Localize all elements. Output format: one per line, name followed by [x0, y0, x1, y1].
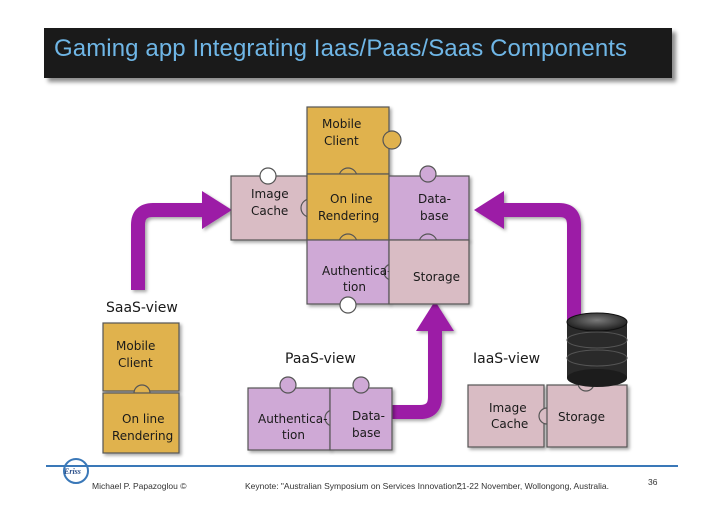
- footer-author: Michael P. Papazoglou ©: [92, 481, 187, 491]
- piece-label: On line: [330, 192, 373, 206]
- paas-arrow: [392, 301, 454, 419]
- piece-top-database: Data- base: [388, 165, 470, 253]
- piece-label: Data-: [352, 409, 385, 423]
- footer-keynote: Keynote: "Australian Symposium on Servic…: [245, 481, 462, 491]
- piece-saas-mobile-client: Mobile Client: [102, 322, 180, 402]
- piece-paas-authentication: Authentica- tion: [247, 376, 342, 451]
- piece-label: Client: [118, 356, 153, 370]
- piece-label: Authentica-: [258, 412, 327, 426]
- database-icon: [566, 312, 628, 387]
- piece-label: Mobile: [322, 117, 361, 131]
- piece-label: Rendering: [318, 209, 379, 223]
- piece-label: Image: [489, 401, 527, 415]
- piece-top-image-cache: Image Cache: [230, 167, 320, 241]
- piece-top-authentication: Authentica- tion: [306, 239, 401, 314]
- saas-arrow: [131, 191, 232, 290]
- slide-title: Gaming app Integrating Iaas/Paas/Saas Co…: [54, 35, 628, 62]
- piece-label: Cache: [491, 417, 528, 431]
- piece-saas-online-rendering: On line Rendering: [102, 392, 180, 454]
- paas-view-label: PaaS-view: [285, 351, 356, 367]
- piece-label: Client: [324, 134, 359, 148]
- footer-divider: [46, 465, 678, 467]
- iaas-arrow: [474, 191, 581, 332]
- piece-label: Storage: [413, 270, 460, 284]
- iaas-view-label: IaaS-view: [473, 351, 540, 367]
- piece-label: tion: [282, 428, 305, 442]
- piece-label: base: [352, 426, 381, 440]
- piece-top-storage: Storage: [388, 239, 470, 305]
- eriss-logo: Eriss: [63, 458, 89, 484]
- title-bar: Gaming app Integrating Iaas/Paas/Saas Co…: [44, 28, 672, 78]
- piece-label: base: [420, 209, 449, 223]
- footer-page-number: 36: [648, 477, 658, 487]
- footer-date: 21-22 November, Wollongong, Australia.: [457, 481, 609, 491]
- piece-paas-database: Data- base: [329, 376, 393, 451]
- piece-label: Mobile: [116, 339, 155, 353]
- piece-label: Cache: [251, 204, 288, 218]
- piece-label: tion: [343, 280, 366, 294]
- logo-text: Eriss: [63, 467, 81, 476]
- piece-label: Rendering: [112, 429, 173, 443]
- piece-label: Authentica-: [322, 264, 391, 278]
- piece-iaas-image-cache: Image Cache: [467, 384, 556, 448]
- piece-label: Image: [251, 187, 289, 201]
- piece-label: On line: [122, 412, 165, 426]
- piece-label: Data-: [418, 192, 451, 206]
- saas-view-label: SaaS-view: [106, 300, 178, 316]
- piece-label: Storage: [558, 410, 605, 424]
